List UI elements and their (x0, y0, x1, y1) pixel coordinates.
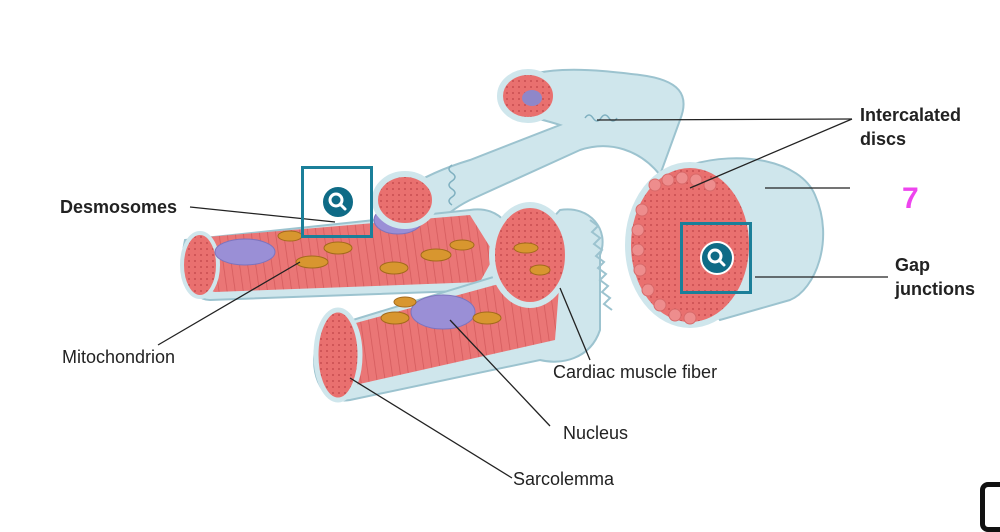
label-intercalated-discs-line1: Intercalated (860, 105, 962, 125)
step-number: 7 (902, 182, 919, 215)
label-intercalated-discs-line2: discs (860, 129, 907, 149)
magnifier-icon (707, 248, 726, 267)
desmosomes-zoom-box[interactable] (301, 166, 373, 238)
label-cardiac-muscle-fiber: Cardiac muscle fiber (553, 362, 718, 382)
label-desmosomes: Desmosomes (60, 197, 178, 217)
label-gap-junctions-line2: junctions (895, 279, 975, 299)
gap-junctions-zoom-button[interactable] (700, 241, 734, 275)
magnifier-icon (328, 192, 347, 211)
cardiac-muscle-diagram (157, 68, 888, 479)
label-mitochondrion: Mitochondrion (62, 347, 176, 367)
label-sarcolemma: Sarcolemma (513, 469, 615, 489)
corner-frame-edge (980, 482, 1000, 532)
front-fiber (313, 202, 613, 403)
left-fiber (180, 171, 514, 302)
leader-lines (157, 118, 888, 479)
gap-junctions-zoom-box[interactable] (680, 222, 752, 294)
desmosomes-zoom-button[interactable] (321, 185, 355, 219)
right-fiber (625, 157, 825, 328)
label-nucleus: Nucleus (563, 423, 629, 443)
label-gap-junctions-line1: Gap (895, 255, 931, 275)
